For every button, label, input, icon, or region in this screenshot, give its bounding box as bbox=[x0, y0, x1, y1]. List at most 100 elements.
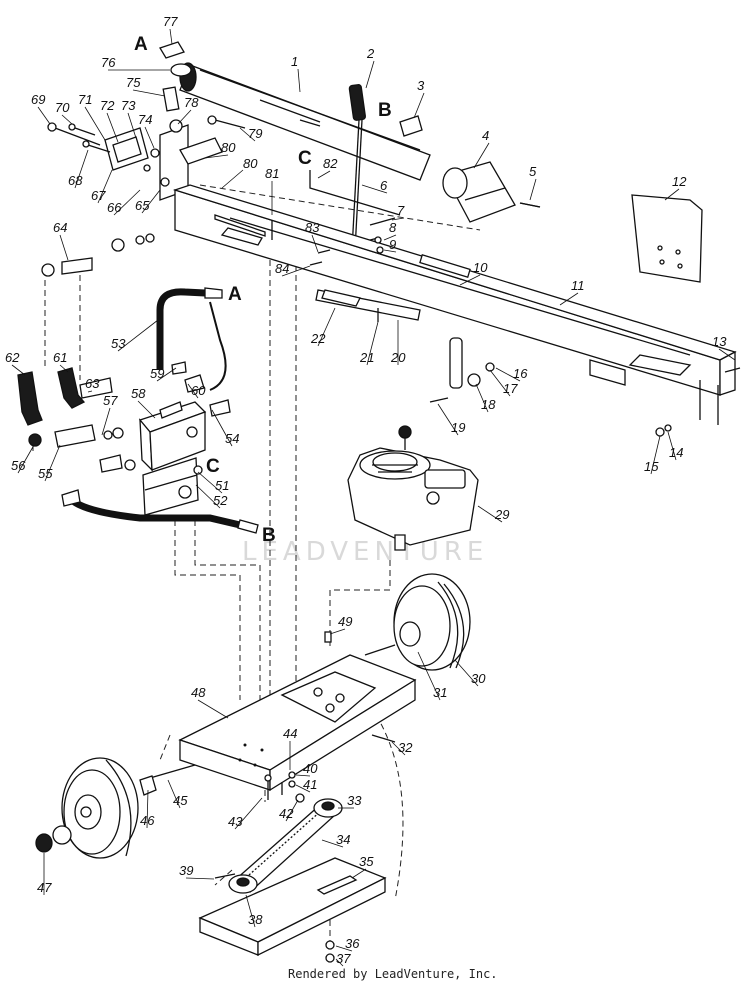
callout-30: 30 bbox=[471, 671, 486, 686]
leader-line-74 bbox=[144, 126, 155, 149]
leader-line-3 bbox=[413, 92, 425, 119]
leader-line-36 bbox=[335, 945, 353, 952]
leader-line-7 bbox=[391, 217, 405, 221]
callout-52: 52 bbox=[213, 493, 228, 508]
leader-line-72 bbox=[106, 112, 119, 143]
callout-48: 48 bbox=[191, 685, 206, 700]
bolt-36 bbox=[325, 940, 335, 950]
leader-line-2 bbox=[365, 60, 375, 89]
leader-line-10 bbox=[459, 274, 481, 286]
callout-80: 80 bbox=[221, 140, 236, 155]
leader-line-6 bbox=[361, 184, 388, 194]
callout-38: 38 bbox=[248, 912, 263, 927]
leader-line-18 bbox=[475, 383, 489, 413]
callout-13: 13 bbox=[712, 334, 727, 349]
callout-7: 7 bbox=[397, 203, 405, 218]
callout-81: 81 bbox=[265, 166, 279, 181]
callout-73: 73 bbox=[121, 98, 136, 113]
leader-line-70 bbox=[61, 114, 73, 125]
leader-line-17 bbox=[489, 369, 511, 397]
leader-line-1 bbox=[297, 68, 301, 93]
callout-47: 47 bbox=[37, 880, 52, 895]
leader-line-22 bbox=[317, 307, 336, 347]
wheel-right bbox=[393, 573, 471, 671]
connector-a-2: A bbox=[228, 284, 242, 305]
leader-line-78 bbox=[177, 109, 192, 125]
key-49 bbox=[324, 631, 332, 643]
callout-51: 51 bbox=[215, 478, 229, 493]
leader-line-40 bbox=[295, 774, 311, 777]
callout-68: 68 bbox=[68, 173, 83, 188]
leader-line-67 bbox=[97, 169, 113, 204]
leader-line-5 bbox=[529, 178, 537, 201]
leader-line-35 bbox=[351, 868, 367, 879]
callout-40: 40 bbox=[303, 761, 318, 776]
leader-line-83 bbox=[311, 234, 319, 253]
callout-37: 37 bbox=[336, 951, 351, 966]
callout-31: 31 bbox=[433, 685, 447, 700]
callout-2: 2 bbox=[366, 46, 375, 61]
callout-53: 53 bbox=[111, 336, 126, 351]
leader-line-30 bbox=[454, 659, 479, 687]
leader-line-11 bbox=[559, 292, 579, 306]
callout-84: 84 bbox=[275, 261, 289, 276]
footer-text: Rendered by LeadVenture, Inc. bbox=[288, 967, 498, 981]
leader-line-21 bbox=[366, 321, 379, 366]
leader-line-46 bbox=[146, 789, 149, 829]
callout-45: 45 bbox=[173, 793, 188, 808]
callout-75: 75 bbox=[126, 75, 141, 90]
callout-10: 10 bbox=[473, 260, 488, 275]
callout-17: 17 bbox=[503, 381, 518, 396]
callout-78: 78 bbox=[184, 95, 199, 110]
fittings-upper bbox=[41, 233, 155, 277]
callout-5: 5 bbox=[529, 164, 537, 179]
leader-line-13 bbox=[718, 348, 736, 361]
callout-55: 55 bbox=[38, 466, 53, 481]
callout-34: 34 bbox=[336, 832, 350, 847]
bolt-32 bbox=[371, 734, 396, 743]
hub-left bbox=[52, 825, 72, 845]
leader-line-57 bbox=[101, 407, 111, 436]
leader-line-29 bbox=[477, 505, 503, 523]
callout-19: 19 bbox=[451, 420, 465, 435]
hose-upper bbox=[156, 288, 206, 370]
hose-upper-fitting bbox=[204, 287, 223, 299]
callout-79: 79 bbox=[248, 126, 262, 141]
leader-line-71 bbox=[84, 106, 106, 141]
fittings-valve bbox=[28, 361, 231, 475]
callout-29: 29 bbox=[494, 507, 509, 522]
leader-line-80-secondary bbox=[221, 169, 244, 189]
callout-71: 71 bbox=[78, 92, 92, 107]
leader-line-14 bbox=[667, 431, 677, 461]
suction-hoses bbox=[17, 367, 86, 426]
callout-76: 76 bbox=[101, 55, 116, 70]
foot-plate-parts bbox=[315, 289, 421, 322]
callout-62: 62 bbox=[5, 350, 20, 365]
hose-upper-return bbox=[209, 301, 227, 391]
callout-74: 74 bbox=[138, 112, 152, 127]
callout-33: 33 bbox=[347, 793, 362, 808]
callout-64: 64 bbox=[53, 220, 67, 235]
callout-20: 20 bbox=[390, 350, 406, 365]
beam-hardware bbox=[429, 337, 741, 437]
callout-14: 14 bbox=[669, 445, 683, 460]
leader-line-45 bbox=[167, 779, 181, 809]
hub-right-part bbox=[139, 775, 157, 796]
callout-16: 16 bbox=[513, 366, 528, 381]
leader-line-51 bbox=[197, 471, 223, 494]
wedge-plate bbox=[631, 194, 703, 283]
leader-line-38 bbox=[245, 894, 256, 928]
base-frame bbox=[178, 654, 417, 792]
leader-line-65 bbox=[141, 189, 161, 214]
callout-6: 6 bbox=[380, 178, 388, 193]
callout-labels: 1234567891011121314151617181920212229303… bbox=[5, 14, 727, 966]
connector-c-1: C bbox=[298, 148, 312, 169]
clevis-assembly bbox=[159, 41, 192, 112]
engine bbox=[347, 425, 479, 551]
callout-83: 83 bbox=[305, 220, 320, 235]
leader-line-48 bbox=[197, 699, 229, 719]
callout-8: 8 bbox=[389, 220, 397, 235]
leader-line-58 bbox=[137, 400, 156, 419]
axle-left bbox=[149, 764, 196, 779]
